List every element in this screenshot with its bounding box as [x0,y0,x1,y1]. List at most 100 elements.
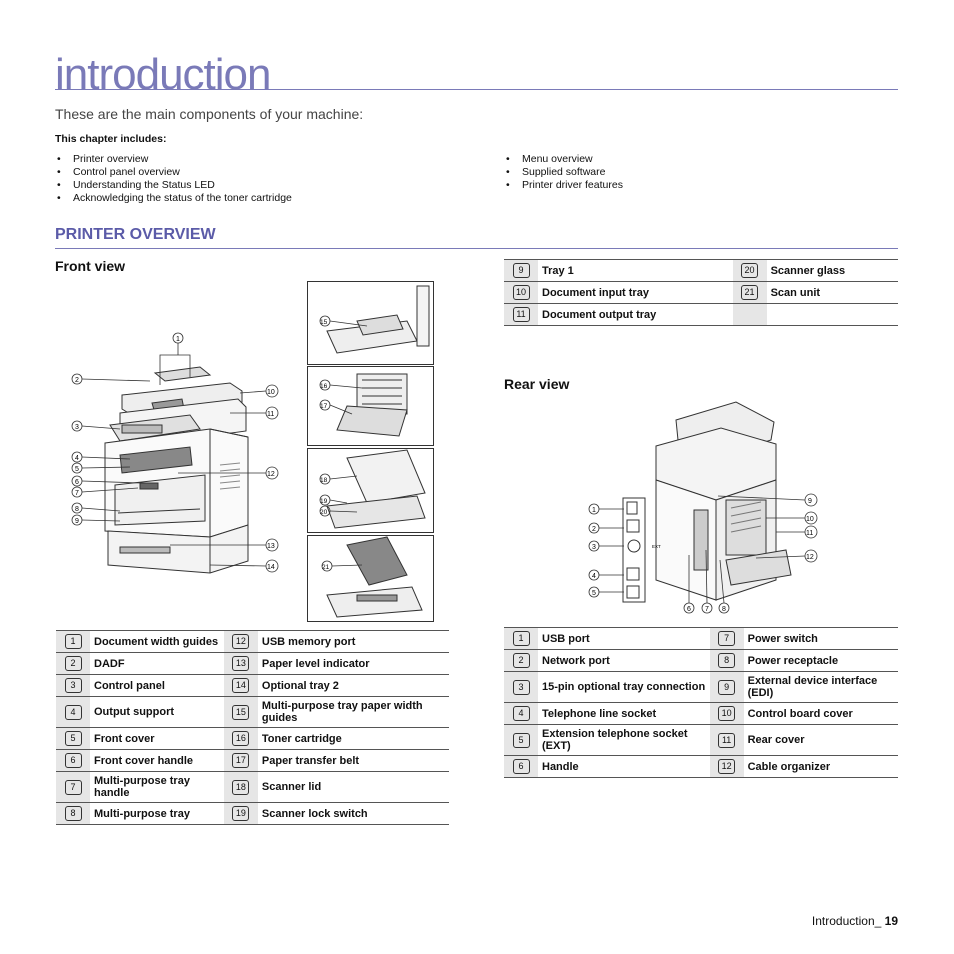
legend-number: 8 [718,653,736,668]
legend-number-cell: 18 [223,771,258,803]
legend-label: Scanner glass [766,259,898,282]
legend-label: External device interface (EDI) [743,671,898,703]
legend-number: 14 [232,678,250,693]
page-footer: Introduction_ 19 [812,914,898,928]
legend-number: 2 [512,653,530,668]
legend-number: 7 [64,779,82,795]
legend-label: USB port [538,627,710,650]
svg-text:6: 6 [687,606,691,613]
legend-number: 16 [232,731,250,746]
detail-scanner-lid: 18 19 20 [307,448,434,533]
legend-number: 2 [64,656,82,671]
legend-label: Power receptacle [743,649,898,672]
chapter-item: Acknowledging the status of the toner ca… [55,192,292,205]
svg-text:2: 2 [592,526,596,533]
legend-label: Toner cartridge [257,727,449,750]
svg-text:19: 19 [320,498,328,505]
legend-number-cell: 20 [732,259,767,282]
legend-number: 8 [64,806,82,821]
svg-text:7: 7 [705,606,709,613]
legend-label: Handle [538,755,710,778]
page-title: introduction [55,50,271,99]
svg-text:8: 8 [722,606,726,613]
chapter-item: Understanding the Status LED [55,179,292,192]
legend-number-cell [732,303,767,326]
legend-number: 11 [512,307,530,322]
svg-text:8: 8 [75,506,79,513]
svg-text:10: 10 [806,516,814,523]
legend-number-cell: 4 [56,696,90,728]
svg-text:9: 9 [808,498,812,505]
legend-label: Optional tray 2 [257,674,449,697]
legend-number-cell: 2 [504,649,538,672]
legend-number: 15 [232,704,250,720]
svg-text:EXT: EXT [652,544,661,549]
legend-number: 6 [64,753,82,768]
legend-number: 1 [64,634,82,649]
legend-number: 13 [232,656,250,671]
svg-text:5: 5 [592,590,596,597]
legend-number: 12 [232,634,250,649]
svg-text:14: 14 [267,564,275,571]
legend-number: 4 [64,704,82,720]
section-title: PRINTER OVERVIEW [55,226,216,243]
legend-label: Front cover [90,727,224,750]
legend-label: Scanner lock switch [257,802,449,825]
legend-number-cell: 14 [223,674,258,697]
legend-number: 11 [718,732,736,748]
page-subtitle: These are the main components of your ma… [55,106,364,122]
legend-number-cell: 1 [56,630,90,653]
svg-text:17: 17 [320,403,328,410]
legend-number: 6 [512,759,530,774]
legend-label: Paper transfer belt [257,749,449,772]
chapter-item: Supplied software [504,166,623,179]
chapter-item: Printer driver features [504,179,623,192]
detail-multipurpose-tray: 15 [307,281,434,365]
svg-text:10: 10 [267,389,275,396]
legend-number: 18 [232,779,250,795]
rear-view-heading: Rear view [504,376,570,392]
legend-label: Control board cover [743,702,898,725]
front-view-printer-illustration: 1 2 3 4 5 6 7 8 9 10 11 12 13 14 [71,332,279,574]
legend-number: 9 [512,263,530,278]
legend-number: 4 [512,706,530,721]
chapter-item: Control panel overview [55,166,292,179]
legend-number: 19 [232,806,250,821]
legend-label: Output support [90,696,224,728]
legend-row: 1 Document width guides 12 USB memory port [56,630,449,653]
legend-number-cell: 21 [732,281,767,304]
legend-label: USB memory port [257,630,449,653]
legend-number-cell: 13 [223,652,258,675]
legend-number: 7 [718,631,736,646]
chapter-list-left: Printer overview Control panel overview … [55,153,292,205]
svg-text:21: 21 [322,564,330,571]
svg-text:15: 15 [320,319,328,326]
legend-number-cell: 12 [223,630,258,653]
legend-number-cell: 12 [709,755,744,778]
legend-number-cell: 2 [56,652,90,675]
legend-number: 21 [741,285,759,300]
legend-number-cell: 6 [56,749,90,772]
svg-text:7: 7 [75,490,79,497]
legend-label: Document width guides [90,630,224,653]
front-view-heading: Front view [55,258,126,274]
legend-label: Extension telephone socket (EXT) [538,724,710,756]
footer-section: Introduction_ [811,914,882,928]
legend-label [766,303,898,326]
legend-number: 10 [512,285,530,300]
legend-number-cell: 7 [56,771,90,803]
legend-number-cell: 3 [56,674,90,697]
legend-label: Cable organizer [743,755,898,778]
legend-number-cell: 17 [223,749,258,772]
